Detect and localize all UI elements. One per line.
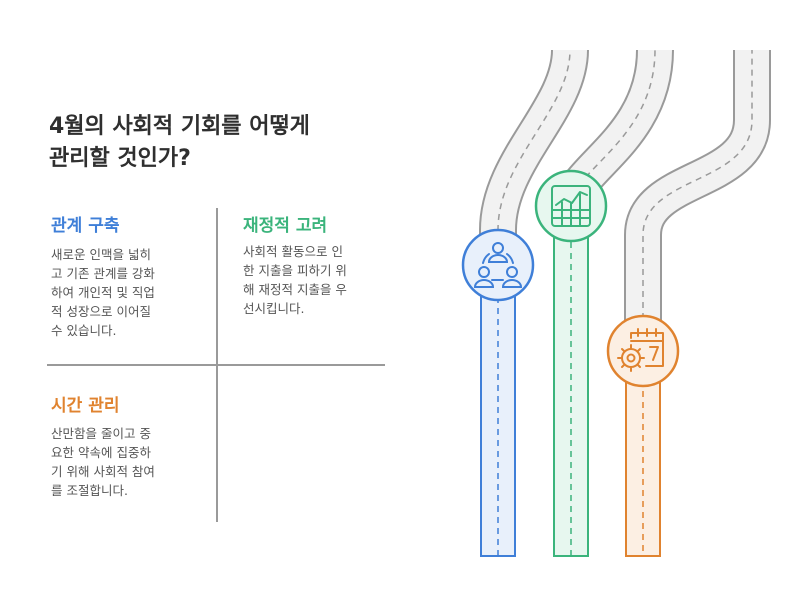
spreadsheet-chart-icon: [534, 169, 608, 243]
divider-horizontal: [47, 364, 385, 366]
people-network-icon: [461, 228, 535, 302]
heading-time-management: 시간 관리: [51, 396, 120, 416]
body-relationship-building: 새로운 인맥을 넓히 고 기존 관계를 강화 하여 개인적 및 직업 적 성장으…: [51, 247, 155, 338]
page-title: 4월의 사회적 기회를 어떻게 관리할 것인가?: [49, 114, 310, 171]
heading-relationship-building: 관계 구축: [51, 216, 120, 236]
blue-road: [479, 48, 589, 557]
body-financial-consideration: 사회적 활동으로 인 한 지출을 피하기 위 해 재정적 지출을 우 선시킵니다…: [243, 244, 347, 316]
body-time-management: 산만함을 줄이고 중 요한 약속에 집중하 기 위해 사회적 참여 를 조절합니…: [51, 426, 155, 498]
orange-road: [624, 50, 771, 557]
calendar-gear-icon: [606, 314, 680, 388]
heading-financial-consideration: 재정적 고려: [243, 216, 328, 236]
